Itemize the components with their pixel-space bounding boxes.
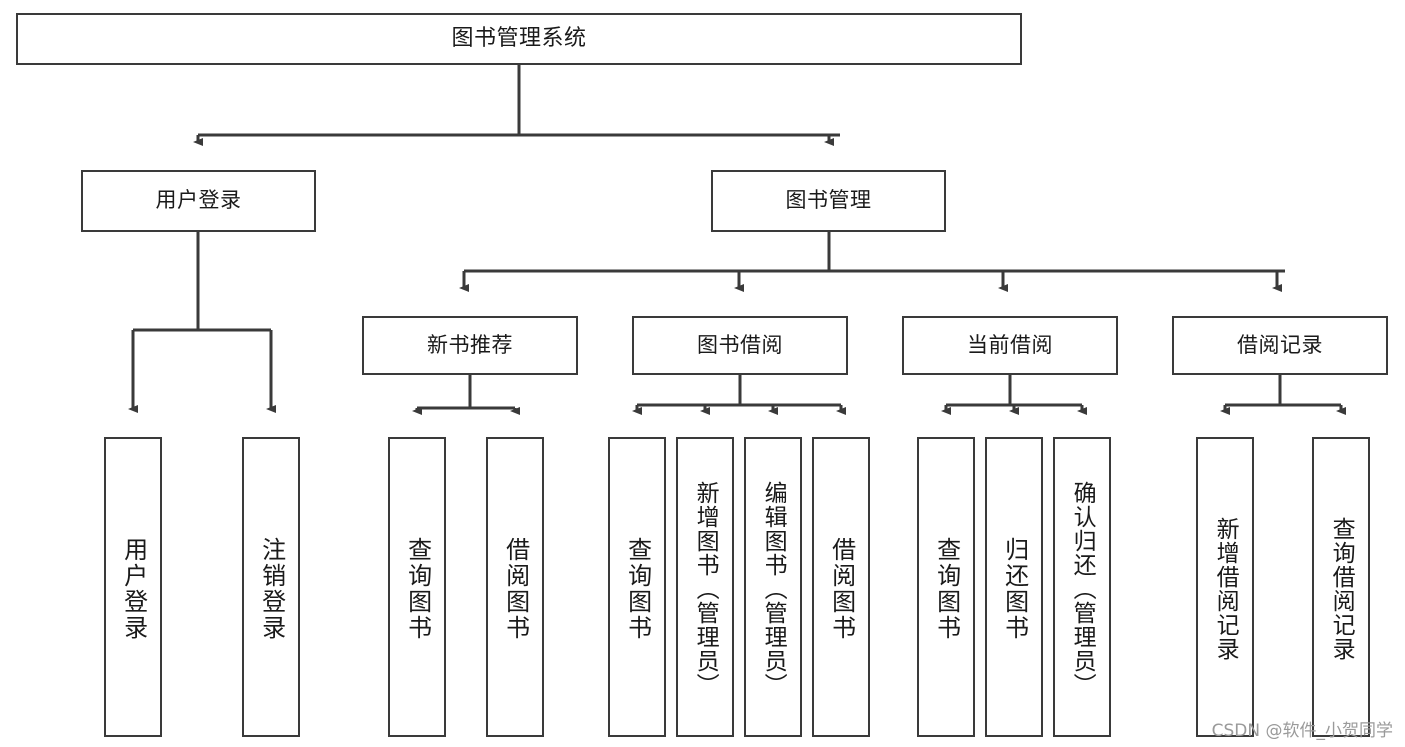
node-leaf-edit-book[interactable]: 编辑图书（管理员）	[744, 437, 802, 737]
node-leaf-add-book-label: 新增图书（管理员）	[692, 481, 719, 697]
node-leaf-confirm-return[interactable]: 确认归还（管理员）	[1053, 437, 1111, 737]
node-user-login[interactable]: 用户登录	[81, 170, 316, 232]
node-leaf-query-book-1[interactable]: 查询图书	[388, 437, 446, 737]
node-leaf-return-book-label: 归还图书	[1000, 537, 1029, 641]
node-new-book-rec-label: 新书推荐	[427, 332, 513, 357]
node-book-manage-label: 图书管理	[785, 188, 872, 213]
watermark: CSDN @软件_小贺同学	[1211, 721, 1393, 741]
node-leaf-add-book[interactable]: 新增图书（管理员）	[676, 437, 734, 737]
node-leaf-borrow-book-2-label: 借阅图书	[827, 537, 856, 641]
node-leaf-user-login-label: 用户登录	[119, 537, 148, 641]
node-leaf-query-book-2-label: 查询图书	[623, 537, 652, 641]
node-book-borrow[interactable]: 图书借阅	[632, 316, 848, 375]
node-root[interactable]: 图书管理系统	[16, 13, 1022, 65]
node-current-borrow-label: 当前借阅	[967, 332, 1053, 357]
node-leaf-logout-label: 注销登录	[257, 537, 286, 641]
node-leaf-borrow-book-1[interactable]: 借阅图书	[486, 437, 544, 737]
node-book-manage[interactable]: 图书管理	[711, 170, 946, 232]
node-leaf-logout[interactable]: 注销登录	[242, 437, 300, 737]
node-leaf-borrow-book-2[interactable]: 借阅图书	[812, 437, 870, 737]
node-leaf-confirm-return-label: 确认归还（管理员）	[1069, 481, 1096, 697]
node-leaf-query-book-2[interactable]: 查询图书	[608, 437, 666, 737]
node-leaf-add-record-label: 新增借阅记录	[1212, 517, 1239, 661]
node-leaf-query-book-3[interactable]: 查询图书	[917, 437, 975, 737]
node-leaf-edit-book-label: 编辑图书（管理员）	[760, 481, 787, 697]
node-root-label: 图书管理系统	[451, 25, 587, 51]
node-leaf-query-record-label: 查询借阅记录	[1328, 517, 1355, 661]
node-leaf-query-record[interactable]: 查询借阅记录	[1312, 437, 1370, 737]
node-current-borrow[interactable]: 当前借阅	[902, 316, 1118, 375]
node-leaf-user-login[interactable]: 用户登录	[104, 437, 162, 737]
node-leaf-return-book[interactable]: 归还图书	[985, 437, 1043, 737]
node-new-book-rec[interactable]: 新书推荐	[362, 316, 578, 375]
node-borrow-record-label: 借阅记录	[1237, 332, 1323, 357]
node-user-login-label: 用户登录	[155, 188, 242, 213]
node-leaf-borrow-book-1-label: 借阅图书	[501, 537, 530, 641]
node-leaf-query-book-1-label: 查询图书	[403, 537, 432, 641]
node-leaf-add-record[interactable]: 新增借阅记录	[1196, 437, 1254, 737]
node-leaf-query-book-3-label: 查询图书	[932, 537, 961, 641]
node-book-borrow-label: 图书借阅	[697, 332, 783, 357]
node-borrow-record[interactable]: 借阅记录	[1172, 316, 1388, 375]
